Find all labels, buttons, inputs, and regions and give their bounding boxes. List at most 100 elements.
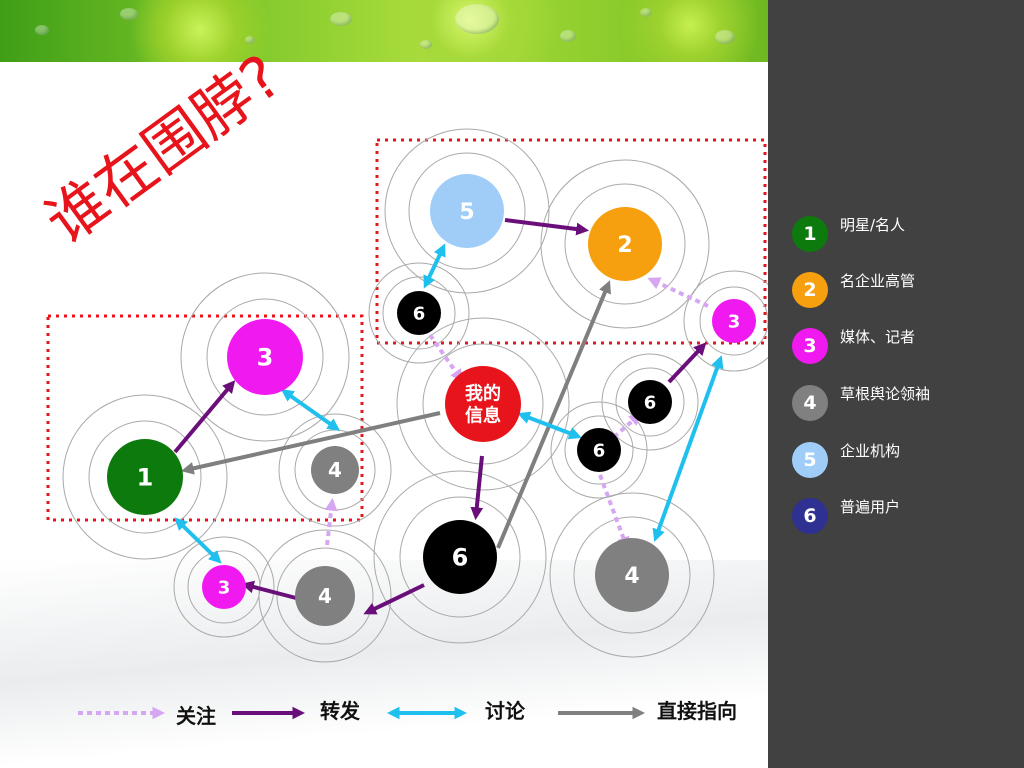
node-label: 4	[328, 458, 342, 482]
node-circle	[202, 565, 246, 609]
node-ring	[549, 492, 715, 658]
node-circle	[423, 520, 497, 594]
legend-circle: 6	[792, 498, 828, 534]
node-circle	[295, 566, 355, 626]
water-drop	[35, 25, 49, 35]
node-circle	[595, 538, 669, 612]
legend-item-star: 1 明星/名人	[792, 215, 905, 253]
legend-label: 企业机构	[840, 441, 901, 460]
node-user-6c: 6	[628, 380, 672, 424]
node-ring	[384, 128, 550, 294]
node-label: 3	[218, 577, 231, 598]
node-circle	[712, 299, 756, 343]
node-ring	[62, 394, 228, 560]
legend-item-grassroots: 4 草根舆论领袖	[792, 384, 930, 422]
water-drop	[715, 30, 735, 44]
follow-arrow	[647, 277, 709, 308]
forward-arrow	[173, 380, 236, 454]
node-user-6b: 6	[397, 291, 441, 335]
node-ring	[382, 276, 456, 350]
node-circle	[107, 439, 183, 515]
legend-circle: 4	[792, 385, 828, 421]
node-ring	[699, 286, 768, 356]
legend-circle: 1	[792, 216, 828, 252]
node-label: 6	[644, 392, 657, 413]
node-label: 6	[452, 544, 469, 572]
node-company-5: 5	[430, 174, 504, 248]
forward-arrow	[363, 583, 425, 615]
node-ring	[408, 152, 526, 270]
top-banner	[0, 0, 768, 62]
forward-arrow	[667, 342, 707, 384]
node-label: 6	[593, 440, 606, 461]
water-drop	[245, 36, 255, 44]
node-label: 2	[617, 233, 632, 258]
water-drop	[640, 8, 652, 17]
forward-arrow	[241, 580, 297, 600]
node-grassroots-4a: 4	[311, 446, 359, 494]
node-circle	[311, 446, 359, 494]
legend-label: 名企业高管	[840, 271, 916, 290]
follow-arrow	[428, 333, 463, 383]
node-circle	[588, 207, 662, 281]
node-exec-2: 2	[588, 207, 662, 281]
legend-item-executive: 2 名企业高管	[792, 271, 915, 309]
node-ring	[573, 516, 691, 634]
node-grassroots-4c: 4	[595, 538, 669, 612]
node-ring	[180, 272, 350, 442]
node-ring	[396, 317, 570, 491]
highlight-box-top	[375, 138, 767, 345]
legend-direct-label: 直接指向	[657, 699, 737, 723]
legend-item-enterprise: 5 企业机构	[792, 441, 900, 479]
follow-arrow	[598, 474, 630, 550]
node-label: 3	[728, 311, 741, 332]
legend-label: 媒体、记者	[840, 327, 916, 346]
node-label: 我的	[465, 383, 501, 405]
node-circle	[227, 319, 303, 395]
node-media-3a: 3	[227, 319, 303, 395]
forward-arrow	[470, 455, 484, 521]
forward-arrow	[504, 218, 590, 236]
node-ring	[276, 547, 374, 645]
legend-label: 草根舆论领袖	[840, 384, 931, 403]
water-drop	[420, 40, 432, 49]
water-drop	[455, 4, 499, 34]
node-circle	[397, 291, 441, 335]
node-ring	[564, 415, 634, 485]
node-label: 3	[257, 344, 274, 372]
legend-sidebar	[768, 0, 1024, 768]
connection-arrows	[173, 218, 724, 615]
node-circle	[445, 366, 521, 442]
legend-circle: 3	[792, 328, 828, 364]
node-ring	[399, 496, 521, 618]
discuss-arrow	[280, 389, 341, 431]
node-label: 4	[624, 564, 639, 589]
legend-follow-label: 关注	[176, 704, 216, 728]
node-label: 5	[459, 200, 474, 225]
discuss-arrow	[517, 411, 582, 440]
node-user-6a: 6	[423, 520, 497, 594]
follow-arrow	[324, 497, 338, 546]
node-label: 6	[413, 303, 426, 324]
node-ring	[540, 159, 710, 329]
node-ring	[258, 529, 392, 663]
node-grassroots-4b: 4	[295, 566, 355, 626]
node-circle	[430, 174, 504, 248]
node-label: 4	[318, 584, 332, 608]
node-media-3c: 3	[712, 299, 756, 343]
node-ring	[564, 183, 686, 305]
legend-item-media: 3 媒体、记者	[792, 327, 915, 365]
node-circle	[577, 428, 621, 472]
node-circle	[628, 380, 672, 424]
node-ring	[88, 420, 202, 534]
legend-circle: 5	[792, 442, 828, 478]
legend-circle: 2	[792, 272, 828, 308]
node-ring	[550, 401, 648, 499]
legend-label: 普遍用户	[840, 497, 901, 516]
node-ring	[368, 262, 470, 364]
node-star-1: 1	[107, 439, 183, 515]
discuss-arrow	[423, 243, 446, 289]
